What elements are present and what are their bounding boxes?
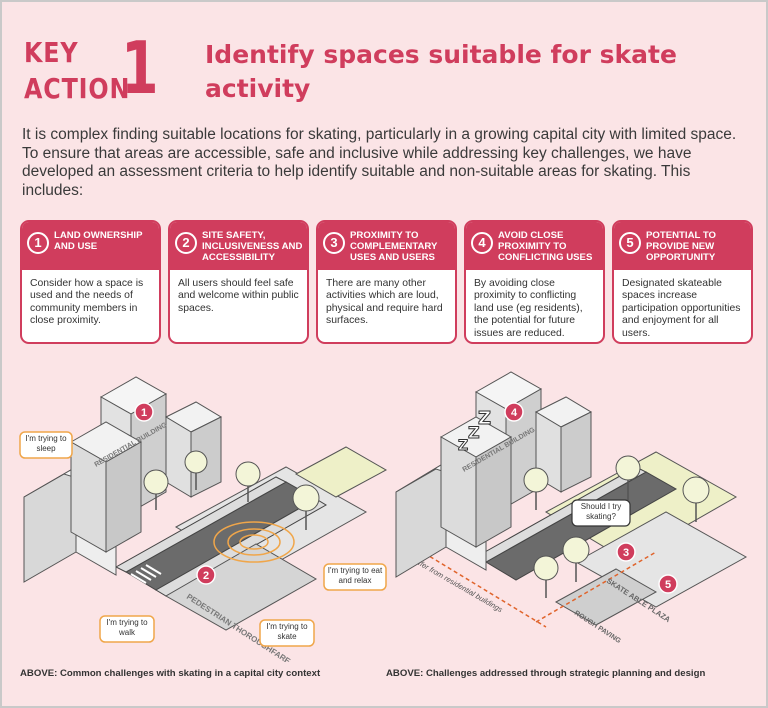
card-title: AVOID CLOSE PROXIMITY TO CONFLICTING USE… — [498, 230, 593, 263]
card-body: Consider how a space is used and the nee… — [30, 278, 144, 327]
svg-text:Z: Z — [458, 438, 468, 454]
sleep-z-icon: Z Z Z — [458, 408, 492, 455]
card-title: PROXIMITY TO COMPLEMENTARY USES AND USER… — [350, 230, 438, 263]
bubble-should-skate-text: Should I try skating? — [580, 502, 622, 521]
isometric-illustrations: PEDESTRIAN THOROUGHFARE RESIDENTIAL BUIL… — [19, 371, 748, 662]
card-header: 3 PROXIMITY TO COMPLEMENTARY USES AND US… — [318, 222, 455, 270]
card-header: 1 LAND OWNERSHIP AND USE — [22, 222, 159, 270]
card-header: 4 AVOID CLOSE PROXIMITY TO CONFLICTING U… — [466, 222, 603, 270]
card-body: There are many other activities which ar… — [326, 278, 443, 327]
bubble-walk-text: I'm trying to walk — [106, 618, 148, 637]
bubble-eat-text: I'm trying to eat and relax — [327, 566, 383, 585]
card-header: 2 SITE SAFETY, INCLUSIVENESS AND ACCESSI… — [170, 222, 307, 270]
left-thoroughfare — [164, 543, 318, 631]
page-title: Identify spaces suitable for skate activ… — [205, 40, 677, 103]
card-title: LAND OWNERSHIP AND USE — [54, 230, 143, 252]
bubble-sleep: I'm trying to sleep — [19, 431, 73, 459]
left-scene: PEDESTRIAN THOROUGHFARE RESIDENTIAL BUIL… — [19, 376, 388, 662]
intro-paragraph: It is complex finding suitable locations… — [22, 126, 737, 199]
right-marker-5 — [658, 574, 678, 594]
action-number: 1 — [121, 26, 159, 110]
card-number: 5 — [619, 232, 641, 254]
key-action-badge: KEY ACTION 1 — [24, 28, 164, 114]
criteria-cards: 1 LAND OWNERSHIP AND USE Consider how a … — [20, 220, 753, 345]
left-marker-2 — [196, 565, 216, 585]
action-word: ACTION — [24, 72, 131, 105]
card-title: POTENTIAL TO PROVIDE NEW OPPORTUNITY — [646, 230, 717, 263]
left-marker-2-label: 2 — [203, 570, 209, 582]
right-trees — [523, 455, 710, 598]
card-number: 1 — [27, 232, 49, 254]
card-number: 3 — [323, 232, 345, 254]
bubble-should-skate: Should I try skating? — [571, 499, 631, 527]
right-marker-3 — [616, 542, 636, 562]
bubble-walk: I'm trying to walk — [99, 615, 155, 643]
criteria-card: 3 PROXIMITY TO COMPLEMENTARY USES AND US… — [316, 220, 457, 344]
left-marker-1 — [134, 402, 154, 422]
left-noise-rings — [213, 521, 295, 563]
card-number: 2 — [175, 232, 197, 254]
caption-right: ABOVE: Challenges addressed through stra… — [386, 668, 706, 679]
right-marker-3-label: 3 — [623, 547, 629, 559]
right-buffer-line-2 — [535, 551, 657, 623]
left-lawn — [294, 446, 388, 498]
bubble-eat: I'm trying to eat and relax — [323, 563, 387, 591]
criteria-card: 4 AVOID CLOSE PROXIMITY TO CONFLICTING U… — [464, 220, 605, 344]
bubble-sleep-text: I'm trying to sleep — [25, 434, 67, 453]
card-number: 4 — [471, 232, 493, 254]
left-curb — [114, 476, 288, 573]
criteria-card: 2 SITE SAFETY, INCLUSIVENESS AND ACCESSI… — [168, 220, 309, 344]
svg-text:Z: Z — [468, 423, 480, 442]
left-trees — [143, 450, 320, 530]
key-word: KEY — [24, 36, 79, 69]
left-crosswalk — [130, 564, 162, 584]
card-body: All users should feel safe and welcome w… — [178, 278, 299, 314]
bubble-skate-text: I'm trying to skate — [266, 622, 308, 641]
caption-left: ABOVE: Common challenges with skating in… — [20, 668, 321, 679]
right-marker-4-label: 4 — [511, 407, 518, 419]
right-buffer-line — [405, 541, 547, 628]
right-rough-paving — [554, 568, 658, 626]
right-scene: 75m buffer from residential buildings SK… — [395, 371, 748, 645]
bubble-skate: I'm trying to skate — [259, 619, 315, 647]
card-title: SITE SAFETY, INCLUSIVENESS AND ACCESSIBI… — [202, 230, 303, 263]
card-body: Designated skateable spaces increase par… — [622, 278, 741, 339]
left-marker-1-label: 1 — [141, 407, 147, 419]
criteria-card: 1 LAND OWNERSHIP AND USE Consider how a … — [20, 220, 161, 344]
left-buildings — [23, 376, 223, 583]
card-body: By avoiding close proximity to conflicti… — [474, 278, 583, 339]
right-marker-5-label: 5 — [665, 579, 671, 591]
right-marker-4 — [504, 402, 524, 422]
svg-text:Z: Z — [478, 408, 491, 429]
criteria-card: 5 POTENTIAL TO PROVIDE NEW OPPORTUNITY D… — [612, 220, 753, 344]
card-header: 5 POTENTIAL TO PROVIDE NEW OPPORTUNITY — [614, 222, 751, 270]
